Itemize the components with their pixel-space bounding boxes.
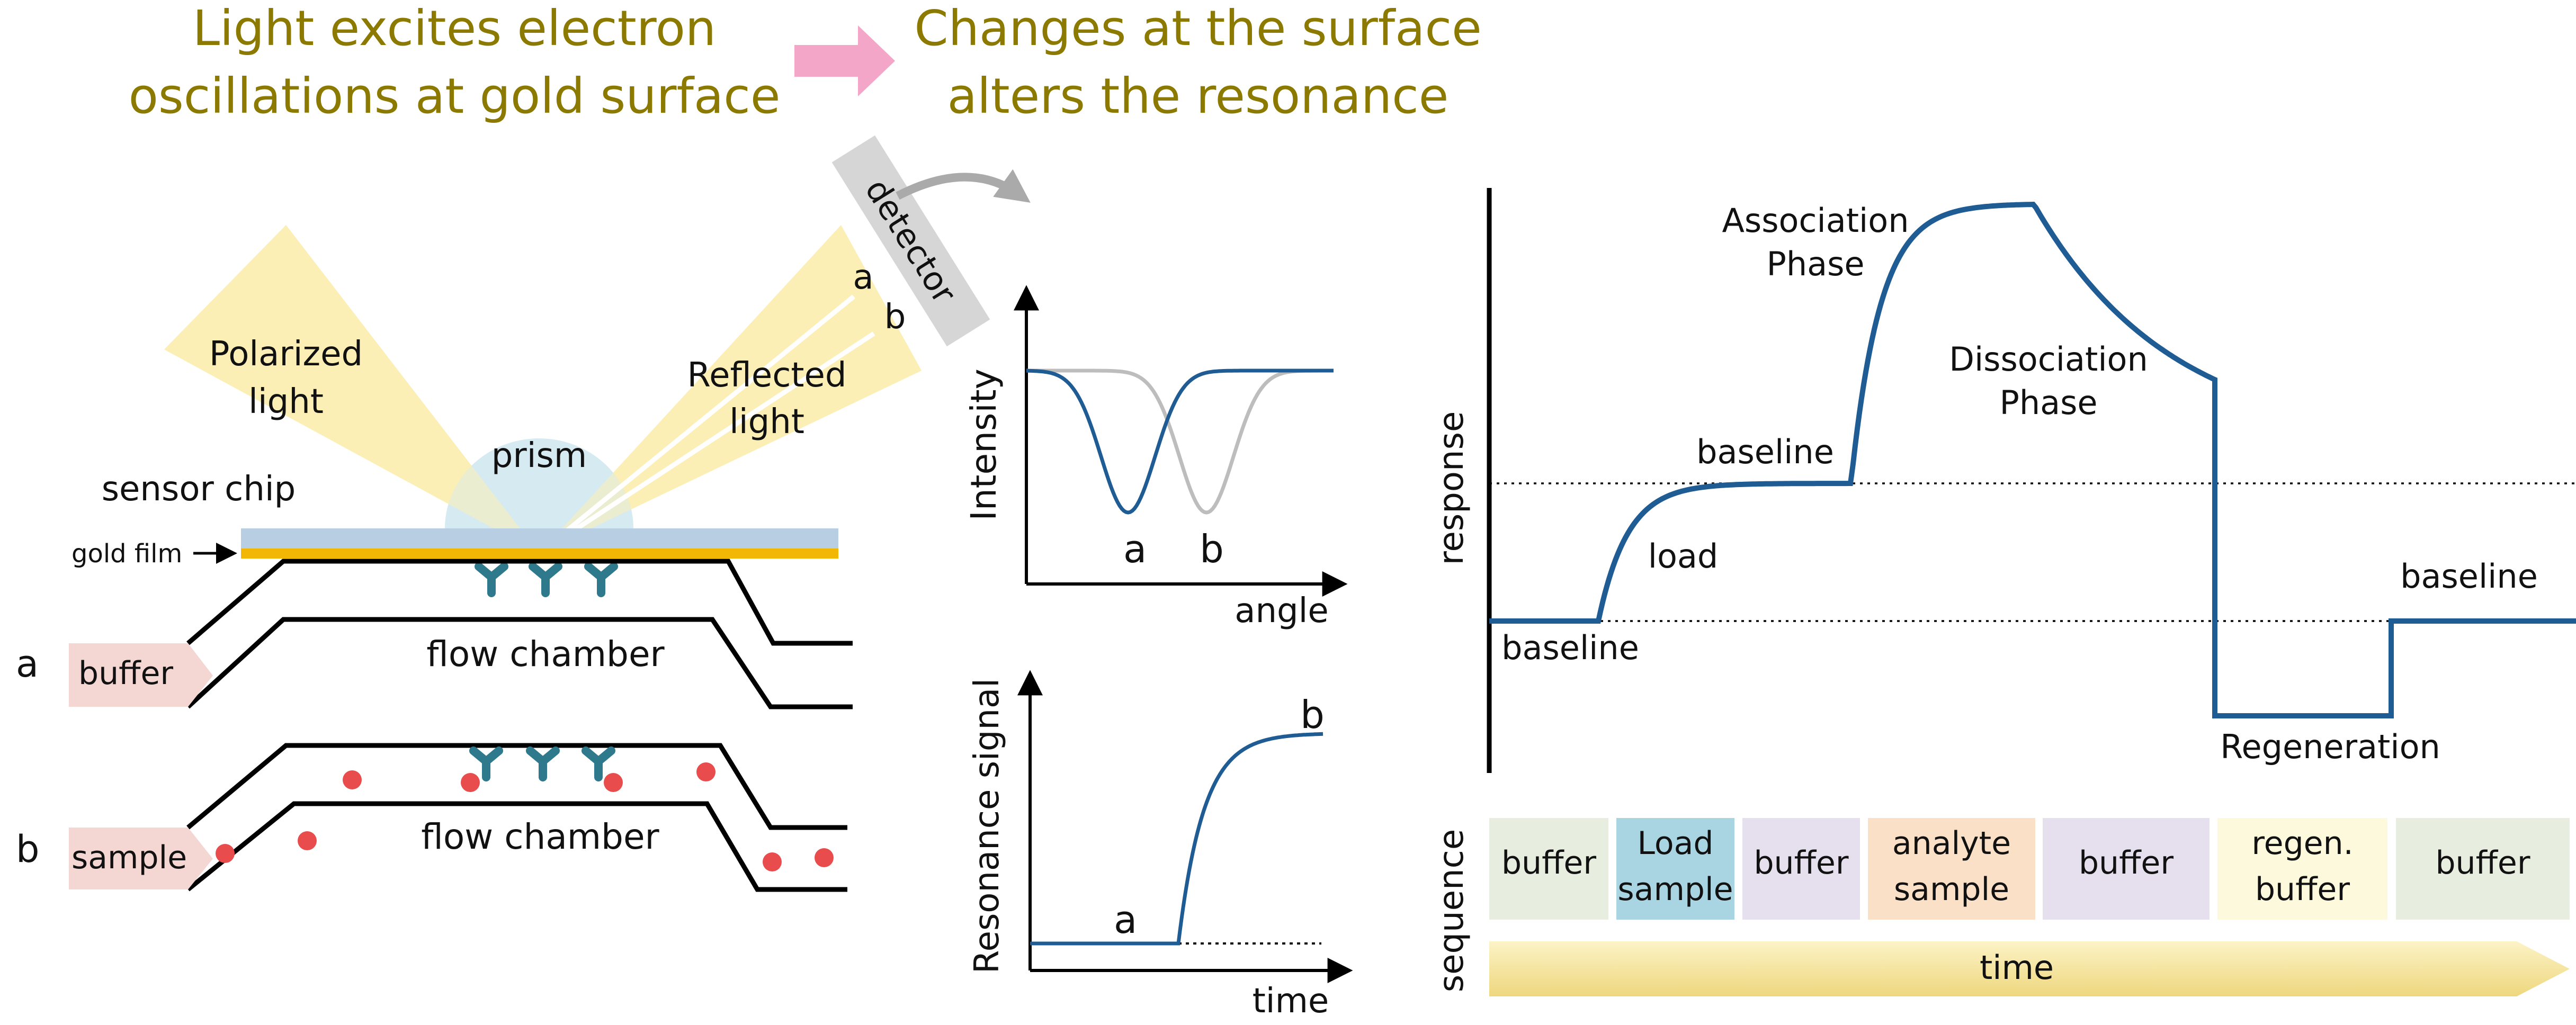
beam-b-label: b xyxy=(884,298,906,337)
angle-curve-b xyxy=(1026,368,1334,515)
polarized-light-label-1: Polarized xyxy=(209,335,363,374)
sequence-segment xyxy=(1616,818,1734,920)
sequence-segment xyxy=(2043,818,2210,920)
header-arrow-icon xyxy=(794,25,895,96)
sequence-segment-label: buffer xyxy=(1501,844,1596,882)
reflected-light-label-2: light xyxy=(729,402,804,442)
sequence-segments: buffer Load sample buffer analyte sample buffe… xyxy=(1489,818,2570,920)
flow-chamber-a xyxy=(186,559,853,709)
sequence-segment-label: sample xyxy=(1617,871,1733,908)
sequence-segment-label: analyte xyxy=(1892,825,2011,862)
header-left-line2: oscillations at gold surface xyxy=(129,68,781,124)
label-association-1: Association xyxy=(1722,201,1909,240)
sequence-label: sequence xyxy=(1432,829,1471,992)
resonance-chart-xlabel: time xyxy=(1253,982,1329,1021)
flow-chamber-b xyxy=(186,743,847,892)
sequence-segment xyxy=(2396,818,2570,920)
sensor-chip-label: sensor chip xyxy=(102,470,296,509)
antibodies-chamber-b xyxy=(469,747,615,781)
label-dissociation-1: Dissociation xyxy=(1949,340,2148,379)
sample-particles xyxy=(216,762,834,871)
label-baseline-mid: baseline xyxy=(1696,433,1834,471)
reflected-light-overlay xyxy=(539,225,922,553)
spr-setup: Polarized light prism Reflected light se… xyxy=(16,135,1031,892)
resonance-label-b: b xyxy=(1300,693,1325,737)
reflected-light-label-1: Reflected xyxy=(687,356,847,395)
sensor-chip xyxy=(241,528,838,549)
channel-b-letter: b xyxy=(16,828,39,871)
label-regeneration: Regeneration xyxy=(2220,727,2440,766)
flow-chamber-b-label: flow chamber xyxy=(421,816,659,857)
sequence-segment-label: buffer xyxy=(2255,871,2350,908)
resonance-chart-ylabel: Resonance signal xyxy=(968,678,1007,974)
sequence-segment-label: buffer xyxy=(1754,844,1848,882)
sensorgram-curve xyxy=(1489,201,2576,718)
header-left-line1: Light excites electron xyxy=(193,0,716,57)
buffer-inlet-arrow xyxy=(69,643,213,707)
angle-chart-label-a: a xyxy=(1123,527,1147,571)
polarized-light-label-2: light xyxy=(248,382,324,421)
label-baseline-left: baseline xyxy=(1501,628,1639,667)
sequence-segment-label: sample xyxy=(1894,871,2009,908)
sequence: sequence buffer Load sample buffer analyte sa… xyxy=(1432,818,2570,996)
label-dissociation-2: Phase xyxy=(1999,383,2097,422)
label-baseline-right: baseline xyxy=(2400,557,2538,596)
channel-a-letter: a xyxy=(16,642,39,686)
antibodies-chip xyxy=(475,562,618,597)
header-right-line1: Changes at the surface xyxy=(914,0,1481,57)
label-association-2: Phase xyxy=(1766,245,1864,283)
beam-a-line xyxy=(538,294,855,555)
buffer-inlet-label: buffer xyxy=(78,655,173,692)
gold-film xyxy=(241,549,838,559)
sample-inlet-label: sample xyxy=(71,839,187,876)
sequence-segment xyxy=(1742,818,1860,920)
resonance-label-a: a xyxy=(1114,897,1137,942)
header: Light excites electron oscillations at g… xyxy=(129,0,1482,124)
sequence-segment-label: buffer xyxy=(2079,844,2174,882)
label-load: load xyxy=(1648,537,1719,576)
beam-b-line xyxy=(538,331,875,555)
flow-chamber-a-label: flow chamber xyxy=(426,634,665,675)
prism-label: prism xyxy=(491,436,587,475)
detector-curved-arrow-icon xyxy=(896,169,1031,203)
angle-chart: Intensity angle a b xyxy=(963,285,1348,631)
sequence-segment-label: regen. xyxy=(2251,825,2353,862)
beam-a-label: a xyxy=(853,258,873,297)
sequence-segment-label: buffer xyxy=(2435,844,2530,882)
polarized-light-overlay xyxy=(164,225,539,553)
sample-inlet-arrow xyxy=(69,828,213,889)
sequence-segment xyxy=(1868,818,2035,920)
time-arrow-label: time xyxy=(1980,948,2054,987)
sequence-segment-label: Load xyxy=(1638,825,1714,862)
sensorgram: response baseline load baseline Associat… xyxy=(1432,188,2576,773)
angle-chart-xlabel: angle xyxy=(1235,591,1329,631)
resonance-chart: Resonance signal time a b xyxy=(968,670,1353,1021)
sequence-segment xyxy=(2217,818,2387,920)
angle-chart-ylabel: Intensity xyxy=(963,368,1004,520)
angle-chart-label-b: b xyxy=(1200,527,1224,571)
time-arrow xyxy=(1489,941,2570,996)
sensorgram-ylabel: response xyxy=(1432,411,1471,565)
resonance-curve xyxy=(1030,732,1323,946)
angle-curve-a xyxy=(1026,368,1334,515)
gold-film-label: gold film xyxy=(71,539,182,569)
sequence-segment xyxy=(1489,818,1608,920)
header-right-line2: alters the resonance xyxy=(947,68,1449,124)
